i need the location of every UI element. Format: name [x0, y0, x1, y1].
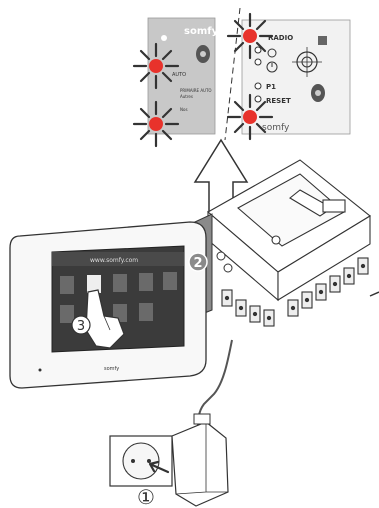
step-3-label: 3 — [77, 319, 85, 334]
remote-icon — [196, 45, 210, 63]
power-adapter — [172, 414, 228, 506]
reset-label: RESET — [266, 97, 291, 105]
left-panel-label-primaire: PRIMAIRE AUTO — [180, 88, 212, 93]
right-panel-brand: somfy — [262, 123, 290, 133]
led-blink-icon — [134, 44, 178, 88]
left-panel-label-autres: Autres — [180, 94, 193, 99]
led-blink-icon — [228, 14, 272, 58]
right-panel-zoom: RADIO P1 RESET somfy — [242, 20, 350, 134]
wall-socket-icon — [110, 436, 172, 486]
led-blink-icon — [228, 95, 272, 139]
left-panel-brand: somfy — [184, 26, 219, 37]
monitor-header-text: www.somfy.com — [90, 257, 138, 264]
monitor-brand: somfy — [104, 366, 119, 372]
p1-label: P1 — [266, 83, 276, 91]
left-panel-zoom: somfy AUTO PRIMAIRE AUTO Autres Nos — [148, 18, 219, 134]
left-panel-label-auto: AUTO — [172, 72, 186, 78]
led-blink-icon — [134, 102, 178, 146]
monitor: www.somfy.com somfy — [10, 222, 206, 388]
remote-icon — [311, 84, 325, 102]
step-2-marker: 2 — [189, 253, 207, 271]
step-1-label: ① — [137, 485, 155, 508]
left-panel-label-nos: Nos — [180, 107, 188, 112]
panel-separator — [225, 8, 240, 140]
step-3-marker: 3 — [72, 316, 90, 334]
step-2-label: 2 — [193, 256, 202, 271]
